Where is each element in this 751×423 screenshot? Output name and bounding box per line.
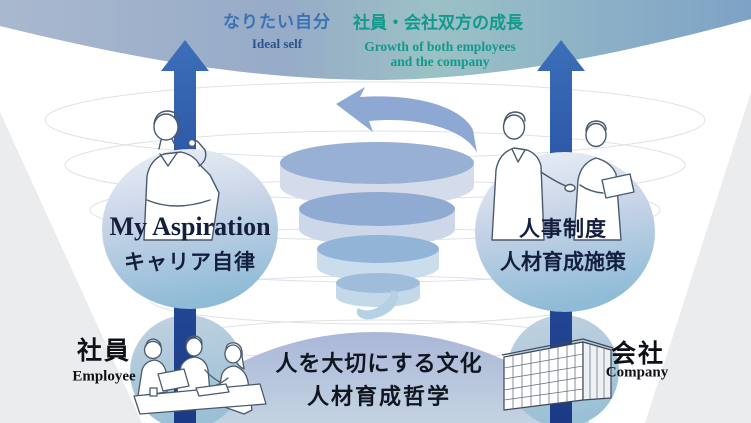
growth-label-jp: 社員・会社双方の成長 <box>353 13 523 33</box>
employee-label-jp: 社員 <box>76 337 132 365</box>
my-aspiration-title: My Aspiration <box>109 212 271 241</box>
growth-label-en-line1: Growth of both employees <box>364 39 516 54</box>
ideal-self-label-jp: なりたい自分 <box>223 12 331 32</box>
career-autonomy-label: キャリア自律 <box>124 251 256 274</box>
philosophy-label: 人材育成哲学 <box>306 384 452 409</box>
growth-spiral <box>280 87 477 320</box>
employee-label-en: Employee <box>72 368 136 385</box>
spiral-arrow-icon <box>336 87 477 153</box>
company-label-jp: 会社 <box>610 340 666 368</box>
growth-label-en: Growth of both employees and the company <box>364 39 516 69</box>
growth-label-en-line2: and the company <box>390 54 490 69</box>
thinking-person-illustration <box>143 110 220 241</box>
foundation-bowl <box>159 332 591 423</box>
hr-system-label: 人事制度 <box>519 218 607 241</box>
office-building-illustration <box>501 338 614 411</box>
discussion-people-illustration <box>491 111 635 241</box>
company-label-en: Company <box>605 364 669 381</box>
team-meeting-illustration <box>133 335 267 415</box>
talent-development-label: 人材育成施策 <box>500 251 626 274</box>
culture-label: 人を大切にする文化 <box>275 351 483 376</box>
ideal-self-label-en: Ideal self <box>251 36 303 51</box>
